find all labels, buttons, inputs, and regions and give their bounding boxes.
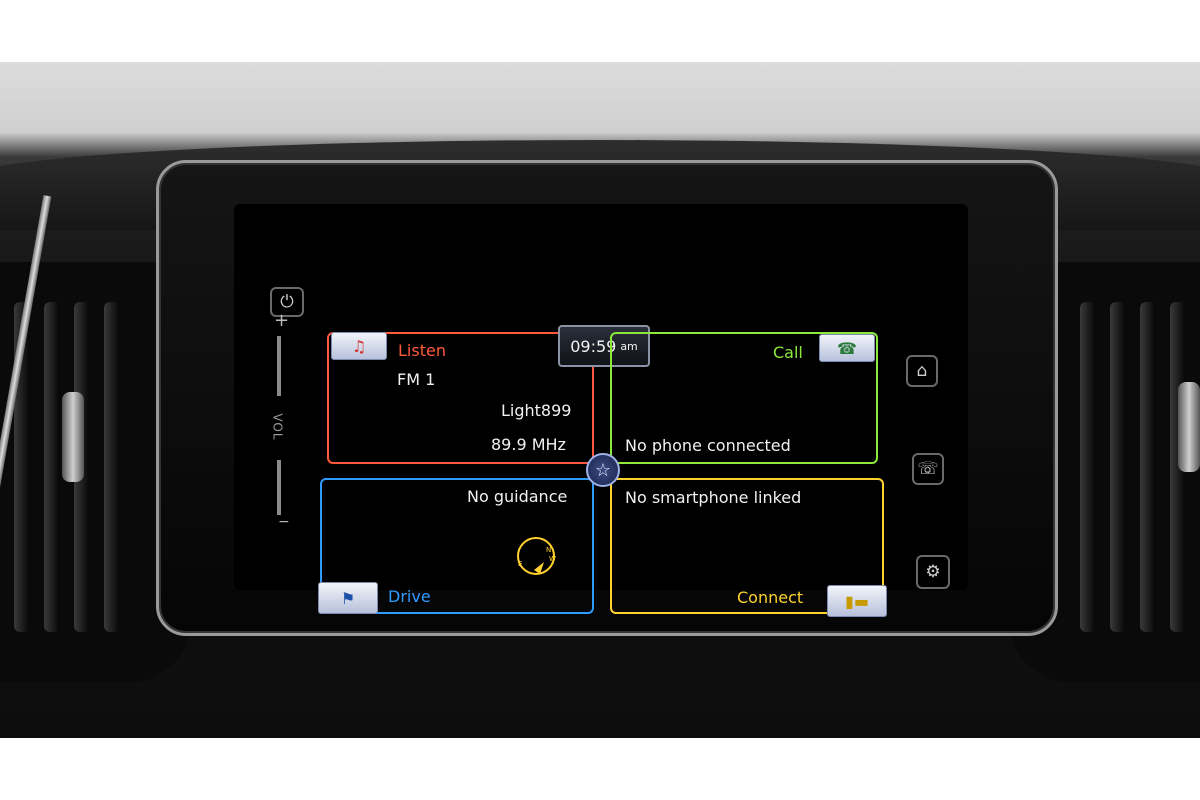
voice-command-button[interactable]: ☏ xyxy=(912,453,944,485)
vent-slat xyxy=(1080,302,1096,632)
navigation-icon: ⚑ xyxy=(318,582,378,614)
infotainment-screen xyxy=(234,204,968,590)
clock-ampm: am xyxy=(620,339,638,353)
listen-title: Listen xyxy=(398,341,446,360)
call-title: Call xyxy=(773,343,803,362)
radio-frequency: 89.9 MHz xyxy=(491,435,566,454)
star-icon: ☆ xyxy=(594,459,612,481)
clock-time: 09:59 xyxy=(570,336,617,356)
call-status: No phone connected xyxy=(625,436,791,455)
compass-w: W xyxy=(549,555,556,563)
call-panel[interactable] xyxy=(610,332,878,464)
compass-n: N xyxy=(546,546,551,554)
settings-icon: ⚙ xyxy=(925,562,941,582)
vent-slat xyxy=(104,302,120,632)
volume-track-upper xyxy=(277,336,281,396)
home-button[interactable]: ⌂ xyxy=(906,355,938,387)
phone-icon: ☎ xyxy=(819,334,875,362)
power-button[interactable]: ⏻ xyxy=(270,287,304,317)
drive-title: Drive xyxy=(388,587,431,606)
drive-panel[interactable] xyxy=(320,478,594,614)
volume-minus-icon: − xyxy=(278,514,290,530)
voice-command-icon: ☏ xyxy=(917,459,939,479)
vent-slat xyxy=(44,302,60,632)
compass-icon: N W E xyxy=(517,537,556,575)
radio-band: FM 1 xyxy=(397,370,436,389)
smartphone-icon: ▮▬ xyxy=(827,585,887,617)
vent-knob xyxy=(62,392,84,482)
volume-label: VOL xyxy=(270,413,285,441)
power-icon: ⏻ xyxy=(280,292,294,312)
volume-track-lower xyxy=(277,460,281,515)
home-icon: ⌂ xyxy=(916,361,928,381)
connect-title: Connect xyxy=(737,588,804,607)
listen-panel[interactable] xyxy=(327,332,594,464)
drive-status: No guidance xyxy=(467,487,568,506)
volume-plus-icon: + xyxy=(274,310,290,331)
connect-status: No smartphone linked xyxy=(625,488,802,507)
connect-panel[interactable] xyxy=(610,478,884,614)
radio-icon: ♫ xyxy=(331,332,387,360)
radio-station: Light899 xyxy=(501,401,572,420)
volume-slider[interactable]: + VOL − xyxy=(266,310,296,530)
settings-button[interactable]: ⚙ xyxy=(916,555,950,589)
vent-slat xyxy=(1110,302,1126,632)
compass-e: E xyxy=(518,560,522,568)
vent-knob xyxy=(1178,382,1200,472)
vent-slat xyxy=(1140,302,1156,632)
favorite-button[interactable]: ☆ xyxy=(586,453,620,487)
